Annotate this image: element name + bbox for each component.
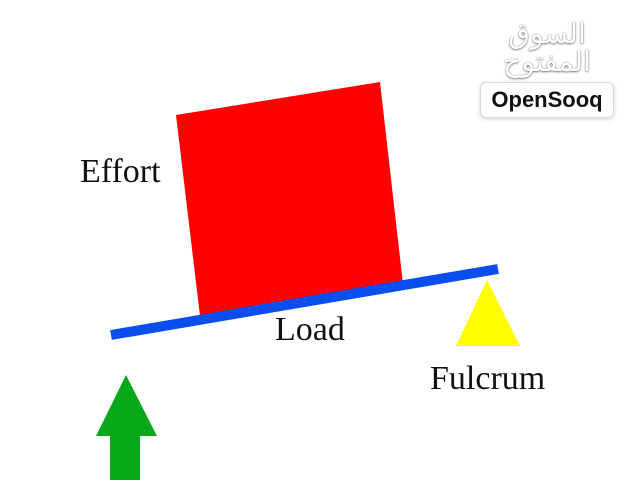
- watermark-brand-badge: OpenSooq: [480, 82, 614, 118]
- fulcrum-triangle: [456, 280, 520, 346]
- load-label: Load: [275, 311, 345, 348]
- fulcrum-label: Fulcrum: [430, 360, 546, 397]
- load-box: [176, 82, 403, 316]
- effort-arrow-shaft: [110, 436, 140, 480]
- lever-beam: [110, 264, 499, 340]
- opensooq-watermark: السوق المفتوح OpenSooq: [472, 20, 622, 118]
- effort-arrow-head: [96, 375, 157, 436]
- watermark-arabic-text: السوق المفتوح: [503, 17, 591, 78]
- effort-label: Effort: [80, 153, 161, 190]
